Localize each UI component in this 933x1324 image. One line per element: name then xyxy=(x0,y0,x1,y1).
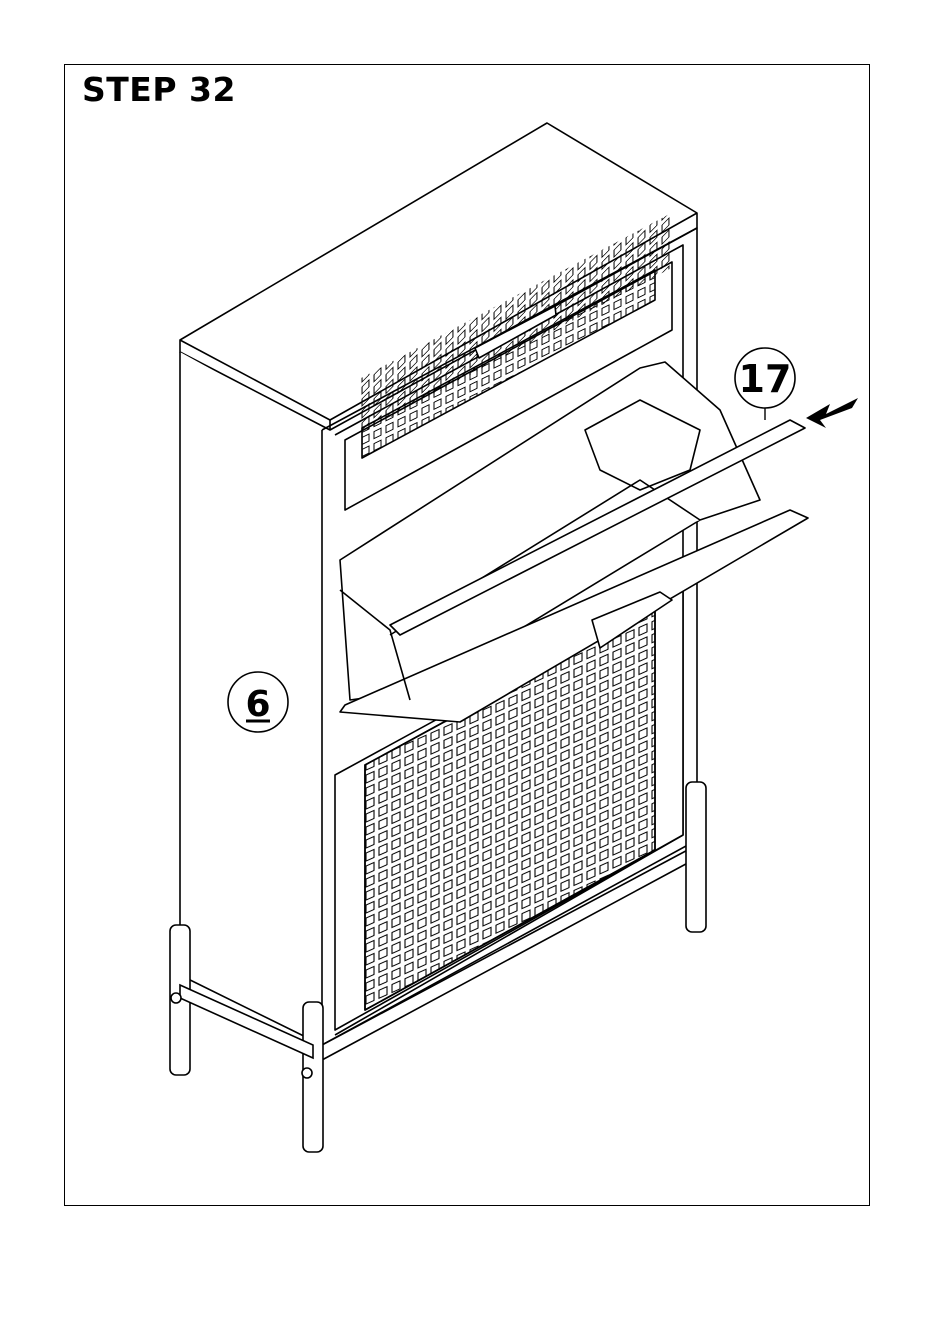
callout-label-17: 17 xyxy=(739,357,792,401)
callout-label-6: 6 xyxy=(245,684,270,725)
callout-part-6: 6 xyxy=(228,672,288,732)
callout-part-17: 17 xyxy=(735,348,795,420)
arrow-icon xyxy=(806,398,858,428)
